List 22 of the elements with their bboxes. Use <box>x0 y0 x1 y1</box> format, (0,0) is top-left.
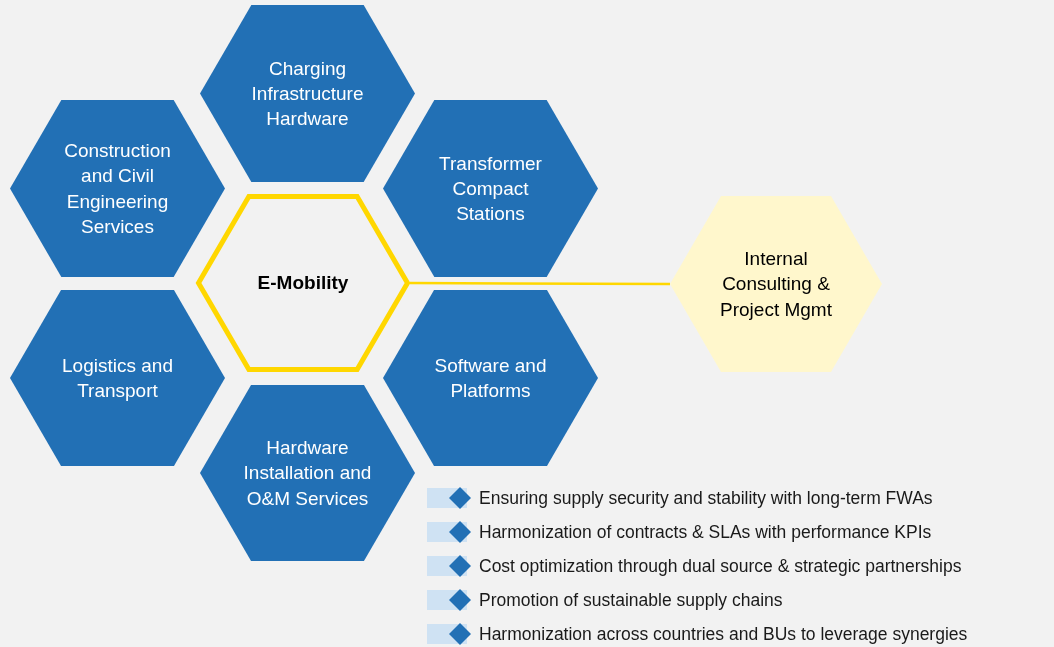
hexagon-node <box>10 100 225 277</box>
node-label: E-Mobility <box>257 271 349 296</box>
connector-line <box>410 281 670 286</box>
hexagon-node <box>670 196 882 372</box>
hexagon-node <box>196 194 410 372</box>
bullet-text: Harmonization of contracts & SLAs with performance KPIs <box>479 521 932 543</box>
hexagon-node <box>10 290 225 466</box>
bullet-text: Harmonization across countries and BUs to leverage synergies <box>479 623 968 645</box>
node-label: Hardware Installation and O&M Services <box>242 436 373 511</box>
node-label: Transformer Compact Stations <box>438 151 543 227</box>
bullet-text: Promotion of sustainable supply chains <box>479 589 783 611</box>
node-label: Logistics and Transport <box>61 353 174 403</box>
hexagon-node <box>200 385 415 561</box>
bullet-text: Cost optimization through dual source & strategic partnerships <box>479 555 962 577</box>
node-label: Charging Infrastructure Hardware <box>250 56 365 132</box>
hexagon-node <box>383 290 598 466</box>
node-label: Software and Platforms <box>433 353 548 403</box>
node-label: Internal Consulting & Project Mgmt <box>719 247 833 322</box>
node-label: Construction and Civil Engineering Services <box>63 139 172 239</box>
bullet-text: Ensuring supply security and stability with long-term FWAs <box>479 487 933 509</box>
hexagon-node <box>383 100 598 277</box>
hexagon-node <box>200 5 415 182</box>
